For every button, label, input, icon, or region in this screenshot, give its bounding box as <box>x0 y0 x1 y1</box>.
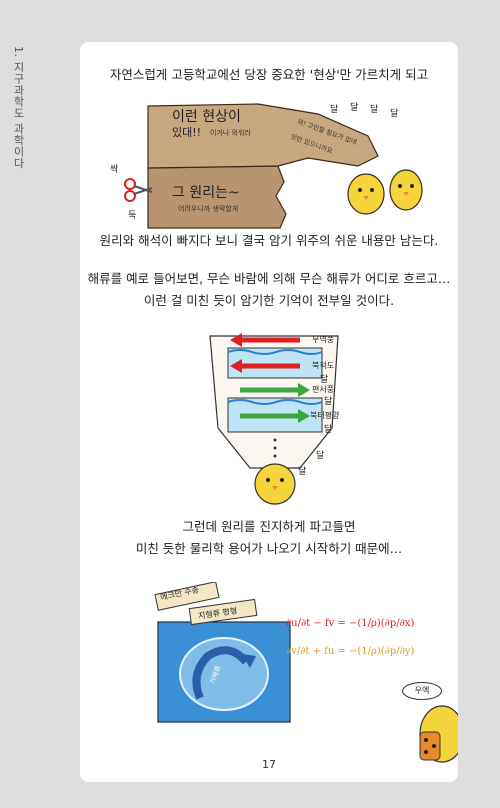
chew-sound-7: 달 <box>324 425 333 435</box>
page-number: 17 <box>262 758 276 771</box>
paragraph-3-line2: 이런 걸 미친 듯이 암기한 기억이 전부일 것이다. <box>143 293 395 308</box>
speech-bubble: 우엑 <box>402 682 442 700</box>
paragraph-4-line2: 미친 듯한 물리학 용어가 나오기 시작하기 때문에… <box>135 541 403 556</box>
equation-2: ∂v/∂t + fu = −(1/ρ)(∂p/∂y) <box>286 646 415 657</box>
chapter-label: 1. 지구과학도 과학이다 <box>12 46 25 169</box>
label-north-equatorial: 북적도 <box>312 361 335 370</box>
arrow-north-equatorial <box>230 359 300 373</box>
paper-top-text: 이런 현상이 <box>172 109 241 125</box>
paper-bottom-small: 어려우니까 생략할게 <box>178 205 239 213</box>
label-westerlies: 편서풍 <box>312 385 335 394</box>
arrow-westerlies <box>240 383 310 397</box>
chick-1 <box>347 173 385 215</box>
illustration-vortex <box>154 582 291 723</box>
paper-top-text2: 있대!! <box>172 126 202 139</box>
chick-3 <box>254 463 296 505</box>
chew-sound-1: 달 <box>330 105 339 115</box>
cut-sound: 둑 <box>128 211 137 221</box>
page: 자연스럽게 고등학교에선 당장 중요한 '현상'만 가르치게 되고 이런 현상이… <box>80 42 458 782</box>
illustration-torn-paper <box>124 103 423 229</box>
chew-sound-3: 달 <box>370 105 379 115</box>
chick-vomit <box>419 705 458 763</box>
paper-top-small: 이거나 외워라 <box>210 129 251 137</box>
label-north-pacific: 북태평양 <box>310 411 340 420</box>
label-easterlies: 무역풍 <box>312 335 335 344</box>
arrow-north-pacific <box>240 409 310 423</box>
scissors-icon <box>124 178 153 202</box>
chew-sound-5: 달 <box>320 375 329 385</box>
scissors-sound: 싹 <box>110 165 119 175</box>
paper-bottom-text: 그 원리는~ <box>172 185 240 201</box>
paragraph-4-line1: 그런데 원리를 진지하게 파고들면 <box>182 519 356 534</box>
chew-sound-2: 달 <box>350 103 359 113</box>
arrow-easterlies <box>230 333 300 347</box>
paragraph-2: 원리와 해석이 빠지다 보니 결국 암기 위주의 쉬운 내용만 남는다. <box>99 233 439 248</box>
equation-1: ∂u/∂t − fv = −(1/ρ)(∂p/∂x) <box>286 618 415 629</box>
paragraph-1: 자연스럽게 고등학교에선 당장 중요한 '현상'만 가르치게 되고 <box>109 67 429 82</box>
chick-2 <box>389 169 423 211</box>
chew-sound-8: 달 <box>316 451 325 461</box>
chew-sound-9: 달 <box>298 467 307 477</box>
illustration-sack <box>209 333 339 505</box>
chew-sound-4: 달 <box>390 109 399 119</box>
paragraph-3-line1: 해류를 예로 들어보면, 무슨 바람에 의해 무슨 해류가 어디로 흐르고… <box>87 271 451 286</box>
chew-sound-6: 달 <box>324 397 333 407</box>
